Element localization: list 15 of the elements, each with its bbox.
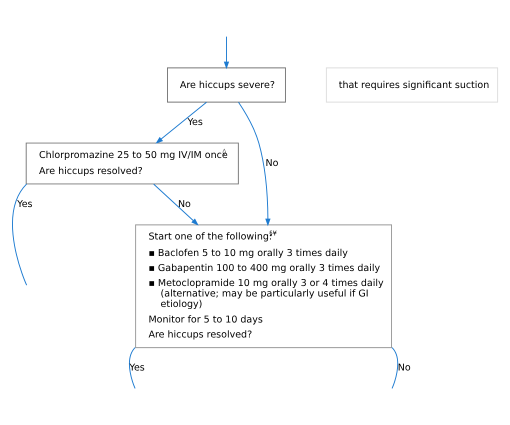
connector [392, 347, 398, 389]
arrow [155, 102, 207, 144]
connector [128, 347, 136, 389]
arrow [238, 102, 271, 226]
edge-label: Yes [17, 198, 33, 210]
arrow [153, 184, 199, 226]
node-box: that requires significant suction [326, 67, 498, 103]
edge-label: Yes [187, 116, 203, 128]
connector [12, 183, 28, 286]
node-box: Start one of the following:$^{§¥}$ ▪ Baclofen 5 to 10 mg orally 3 times daily ▪ Gabapentin 100 to 400 mg orally 3 times daily ▪ Metoclopramide 10 mg orally 3 or 4 times daily (alternative; may be particularly useful if GI etiology) Monitor for 5 to 10 days Are hiccups resolved? [135, 224, 392, 348]
edge-label: No [178, 198, 191, 210]
edge-label: No [265, 158, 278, 169]
node-box: Are hiccups severe? [167, 67, 286, 103]
edge-label: No [398, 362, 411, 374]
arrow [224, 36, 230, 70]
